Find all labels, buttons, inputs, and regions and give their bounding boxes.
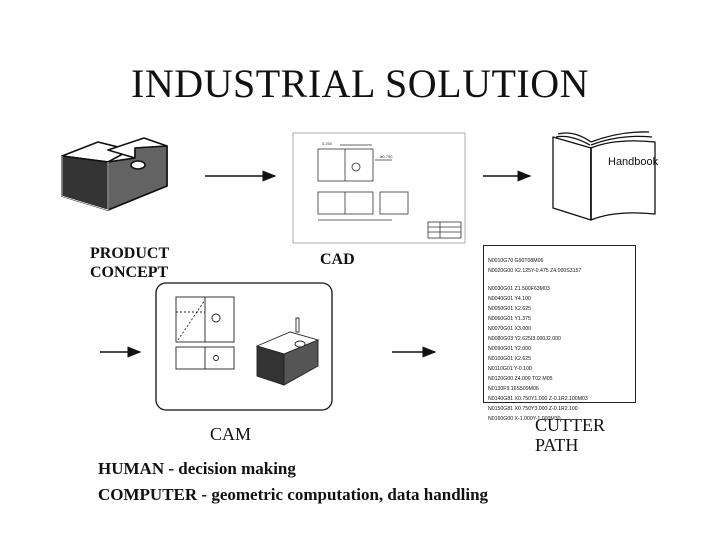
cam-part-icon: [175, 296, 320, 386]
nc-program-line: N0060G01 Y1.375: [488, 316, 531, 322]
nc-program-line: N0150G81 X0.750Y3.000 Z-0.1R2.100: [488, 406, 578, 412]
cutter-label-line2: PATH: [535, 435, 579, 455]
svg-text:ø0.750: ø0.750: [380, 154, 393, 159]
computer-role-text: COMPUTER - geometric computation, data h…: [98, 485, 489, 504]
product-block-icon: [61, 137, 168, 211]
nc-program-line: N0070G01 X3.000: [488, 326, 531, 332]
nc-program-line: N0090G01 Y2.000: [488, 346, 531, 352]
nc-program-line: N0140G81 X0.750Y1.000 Z-0.1R2.100M03: [488, 396, 588, 402]
nc-program-line: N0010G70 G90T08M06: [488, 258, 544, 264]
product-label-line1: PRODUCT: [90, 245, 170, 262]
page-title: INDUSTRIAL SOLUTION: [131, 61, 589, 106]
cad-drawing-icon: 5.250 ø0.750: [292, 132, 466, 244]
nc-program-line: N0120G00 Z4.000 T02 M05: [488, 376, 553, 382]
product-concept-label: PRODUCT CONCEPT: [90, 244, 169, 282]
cam-label: CAM: [210, 424, 252, 444]
nc-program-line: N0050G01 X2.625: [488, 306, 531, 312]
cutter-label-line1: CUTTER: [535, 415, 605, 435]
nc-program-line: N0160G00 X-1.000Y-1.000M30: [488, 416, 561, 422]
nc-program-line: N0130F9.16S509M06: [488, 386, 539, 392]
cutter-path-label: CUTTER PATH: [535, 415, 605, 455]
nc-gap: [488, 276, 631, 284]
nc-program-line: N0080G03 Y2.625I3.000J2.000: [488, 336, 561, 342]
nc-program-line: N0100G01 X2.625: [488, 356, 531, 362]
svg-text:5.250: 5.250: [322, 141, 333, 146]
nc-program-line: N0020G00 X2.125Y-0.475 Z4.000S3157: [488, 268, 582, 274]
product-label-line2: CONCEPT: [90, 264, 169, 281]
nc-program-line: N0040G01 Y4.100: [488, 296, 531, 302]
handbook-text: Handbook: [608, 156, 659, 168]
handbook-icon: [552, 131, 656, 221]
human-role-text: HUMAN - decision making: [98, 459, 296, 478]
nc-program-line: N0030G01 Z1.500F63M03: [488, 286, 550, 292]
nc-program-line: N0110G01 Y-0.100: [488, 366, 532, 372]
cad-label: CAD: [320, 251, 355, 268]
